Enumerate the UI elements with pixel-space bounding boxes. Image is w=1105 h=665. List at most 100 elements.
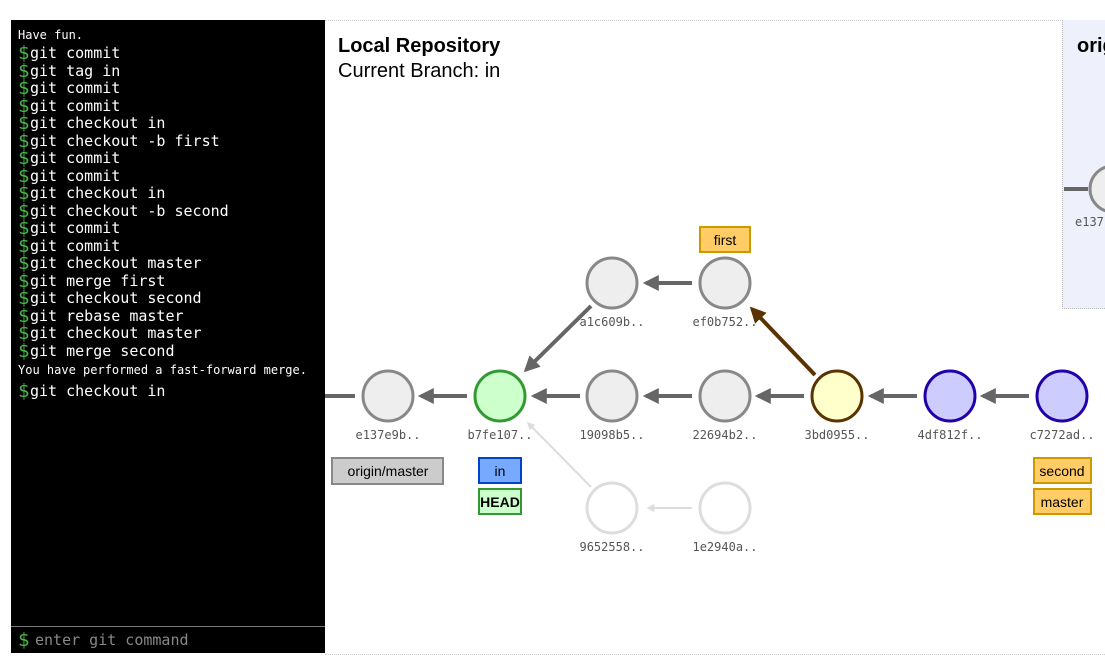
history-item: $git commit (18, 234, 319, 257)
commit-label: 1e2940a.. (692, 540, 757, 554)
terminal-panel: Have fun. $git commit$git tag in$git com… (11, 20, 325, 653)
commit-3bd0[interactable]: 3bd0955.. (804, 369, 870, 442)
commit-a1c6[interactable]: a1c609b.. (579, 256, 645, 329)
prompt-icon: $ (18, 42, 30, 64)
prompt-icon: $ (18, 199, 30, 222)
history-command: git commit (30, 236, 121, 255)
history-command: git checkout -b first (30, 131, 220, 150)
branch-tag-master[interactable]: master (1033, 488, 1092, 515)
prompt-icon: $ (18, 129, 30, 152)
commit-4df8[interactable]: 4df812f.. (917, 369, 983, 442)
history-command: git commit (30, 149, 121, 167)
tag-label: origin/master (348, 463, 429, 479)
prompt-icon: $ (18, 164, 30, 187)
current-branch-label: Current Branch: in (338, 60, 501, 82)
prompt-icon: $ (18, 269, 30, 292)
prompt-icon: $ (18, 380, 30, 402)
local-repository-panel: Local Repository Current Branch: in (325, 20, 1105, 655)
history-item: $git commit (18, 96, 319, 115)
history-command: git rebase master (30, 306, 184, 325)
origin-repository-title: origin (1077, 35, 1105, 57)
commit-1909[interactable]: 19098b5.. (579, 369, 645, 442)
commit-label: b7fe107.. (467, 428, 532, 442)
prompt-icon: $ (18, 234, 30, 257)
commit-label: e137e9b.. (355, 428, 420, 442)
branch-tag-second[interactable]: second (1033, 457, 1092, 484)
commit-label: ef0b752.. (692, 315, 757, 329)
tag-label: in (495, 463, 506, 479)
branch-tag-in[interactable]: in (478, 457, 522, 484)
head-tag[interactable]: HEAD (478, 488, 522, 515)
commit-b7fe[interactable]: b7fe107.. (467, 369, 533, 442)
history-command: git checkout in (30, 184, 166, 202)
commit-label: 9652558.. (579, 540, 644, 554)
prompt-icon: $ (18, 59, 30, 82)
history-command: git merge second (30, 341, 175, 360)
commit-label: 3bd0955.. (804, 428, 869, 442)
commit-c727[interactable]: c7272ad.. (1029, 369, 1095, 442)
terminal-log: Have fun. $git commit$git tag in$git com… (11, 20, 325, 625)
terminal-message: You have performed a fast-forward merge. (18, 363, 307, 377)
history-item: $git commit (18, 42, 319, 64)
tag-label: HEAD (480, 494, 520, 510)
commit-label: a1c609b.. (579, 315, 644, 329)
history-item-last: $git checkout in (18, 380, 319, 402)
history-item: $git merge second (18, 339, 319, 362)
tag-label: first (714, 232, 737, 248)
prompt-icon: $ (18, 147, 30, 169)
commit-ef0b[interactable]: ef0b752.. (692, 256, 758, 329)
command-history: $git commit$git tag in$git commit$git co… (18, 42, 319, 362)
prompt-icon: $ (18, 339, 30, 362)
prompt-icon: $ (18, 287, 30, 309)
branch-tag-first[interactable]: first (699, 226, 751, 253)
history-command: git checkout master (30, 254, 202, 272)
history-command: git checkout in (30, 114, 166, 132)
commit-9652[interactable]: 9652558.. (579, 481, 645, 554)
history-item: $git commit (18, 147, 319, 169)
local-repository-title: Local Repository (338, 35, 501, 57)
prompt-icon: $ (18, 322, 30, 344)
history-command: git checkout in (30, 382, 166, 400)
commit-label: 22694b2.. (692, 428, 757, 442)
commit-label: e137 (1075, 215, 1104, 229)
history-item: $git tag in (18, 59, 319, 82)
history-item: $git merge first (18, 269, 319, 292)
prompt-icon: $ (18, 77, 30, 99)
command-input-row: $ (11, 626, 325, 653)
origin-repository-panel: origin (1062, 20, 1105, 309)
prompt-icon: $ (18, 304, 30, 327)
history-item: $git checkout master (18, 252, 319, 274)
history-item: $git checkout in (18, 182, 319, 204)
history-command: git commit (30, 166, 121, 185)
history-item: $git checkout second (18, 287, 319, 309)
prompt-icon: $ (18, 182, 30, 204)
prompt-icon: $ (18, 112, 30, 134)
prompt-icon: $ (18, 217, 30, 239)
history-command: git checkout second (30, 289, 202, 307)
commit-label: 19098b5.. (579, 428, 644, 442)
history-command: git commit (30, 44, 121, 62)
prompt-icon: $ (18, 252, 30, 274)
history-command: git checkout master (30, 324, 202, 342)
history-command: git commit (30, 96, 121, 115)
commit-e137[interactable]: e137e9b.. (355, 369, 421, 442)
history-item: $git rebase master (18, 304, 319, 327)
history-command: git commit (30, 219, 121, 237)
history-item: $git checkout master (18, 322, 319, 344)
history-item: $git checkout in (18, 112, 319, 134)
tag-label: second (1039, 463, 1084, 479)
commit-label: 4df812f.. (917, 428, 982, 442)
tag-label: master (1041, 494, 1084, 510)
history-item: $git commit (18, 77, 319, 99)
command-input[interactable] (32, 631, 325, 649)
commit-2269[interactable]: 22694b2.. (692, 369, 758, 442)
origin-commit-e137[interactable]: e137 (1075, 165, 1105, 229)
history-command: git merge first (30, 271, 166, 290)
history-item: $git checkout -b second (18, 199, 319, 222)
commit-label: c7272ad.. (1029, 428, 1094, 442)
prompt-icon: $ (18, 628, 30, 651)
commit-1e29[interactable]: 1e2940a.. (692, 481, 758, 554)
remote-tag-origin-master[interactable]: origin/master (331, 457, 444, 485)
history-command: git tag in (30, 61, 121, 80)
